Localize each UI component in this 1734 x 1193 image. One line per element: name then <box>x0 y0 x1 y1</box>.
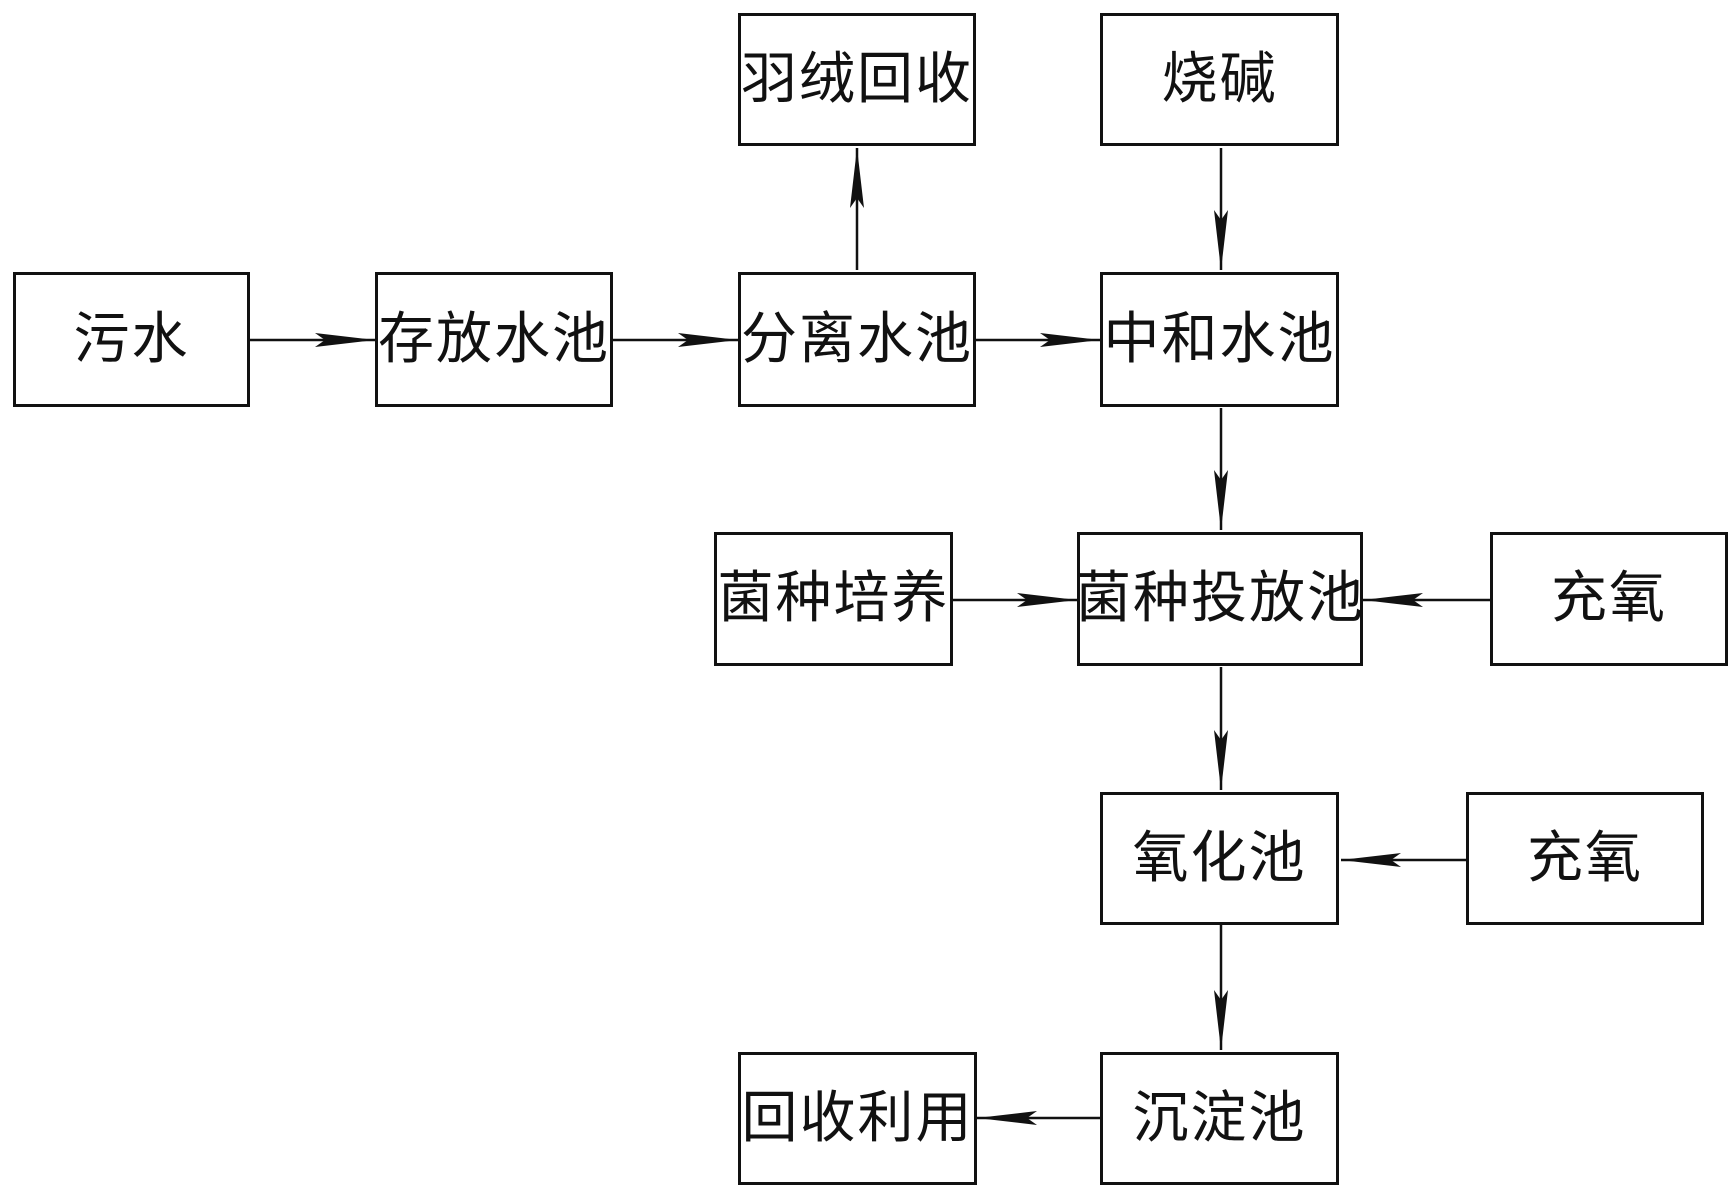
node-sewage: 污水 <box>13 272 250 407</box>
node-sedimentation-pool: 沉淀池 <box>1100 1052 1339 1185</box>
node-recycle: 回收利用 <box>738 1052 977 1185</box>
node-separation-pool: 分离水池 <box>738 272 976 407</box>
node-neutralization-pool: 中和水池 <box>1100 272 1339 407</box>
node-storage-pool: 存放水池 <box>375 272 613 407</box>
node-oxygenation-2: 充氧 <box>1466 792 1704 925</box>
node-down-recovery: 羽绒回收 <box>738 13 976 146</box>
node-inoculation-pool: 菌种投放池 <box>1075 532 1363 666</box>
node-culture: 菌种培养 <box>714 532 953 666</box>
node-oxygenation-1: 充氧 <box>1490 532 1728 666</box>
node-oxidation-pool: 氧化池 <box>1100 792 1339 925</box>
node-caustic-soda: 烧碱 <box>1100 13 1339 146</box>
